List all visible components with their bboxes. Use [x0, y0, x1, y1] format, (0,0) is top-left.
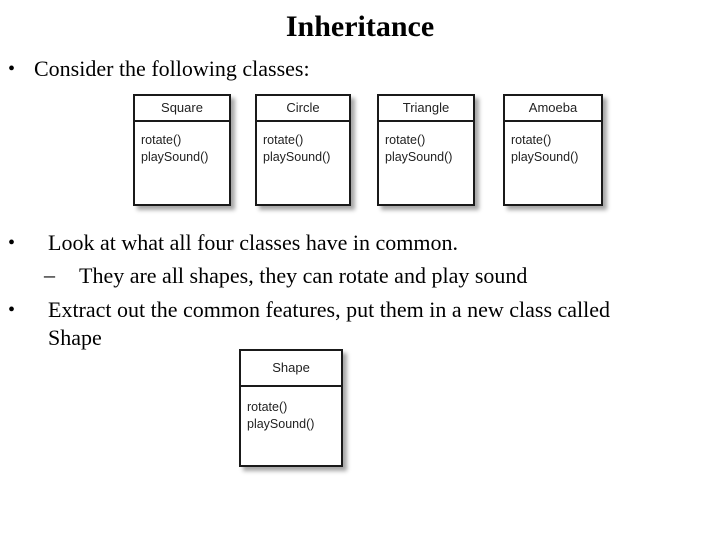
method-rotate: rotate()	[247, 400, 288, 414]
class-box-circle: Circle rotate() playSound()	[255, 94, 351, 206]
class-box-amoeba: Amoeba rotate() playSound()	[503, 94, 603, 206]
sub-bullet-dash: –	[44, 262, 55, 287]
class-name: Square	[135, 96, 229, 122]
bullet-dot: •	[8, 299, 16, 321]
method-rotate: rotate()	[263, 133, 304, 147]
method-playsound: playSound()	[385, 150, 453, 164]
bullet-common: Look at what all four classes have in co…	[48, 230, 458, 255]
method-rotate: rotate()	[511, 133, 552, 147]
class-name: Triangle	[379, 96, 473, 122]
method-playsound: playSound()	[511, 150, 579, 164]
method-rotate: rotate()	[141, 133, 182, 147]
method-playsound: playSound()	[247, 417, 315, 431]
sub-bullet-shapes: They are all shapes, they can rotate and…	[79, 263, 528, 288]
bullet-extract-line1: Extract out the common features, put the…	[48, 297, 611, 322]
bullet-dot: •	[8, 58, 16, 80]
bullet-extract-line2: Shape	[48, 325, 102, 350]
method-playsound: playSound()	[263, 150, 331, 164]
class-box-shape: Shape rotate() playSound()	[239, 349, 343, 467]
method-playsound: playSound()	[141, 150, 209, 164]
class-name: Amoeba	[505, 96, 601, 122]
class-name: Shape	[241, 351, 341, 387]
class-name: Circle	[257, 96, 349, 122]
class-box-square: Square rotate() playSound()	[133, 94, 231, 206]
method-rotate: rotate()	[385, 133, 426, 147]
slide-title: Inheritance	[285, 10, 435, 43]
bullet-consider: Consider the following classes:	[34, 56, 310, 81]
bullet-dot: •	[8, 232, 16, 254]
class-box-triangle: Triangle rotate() playSound()	[377, 94, 475, 206]
